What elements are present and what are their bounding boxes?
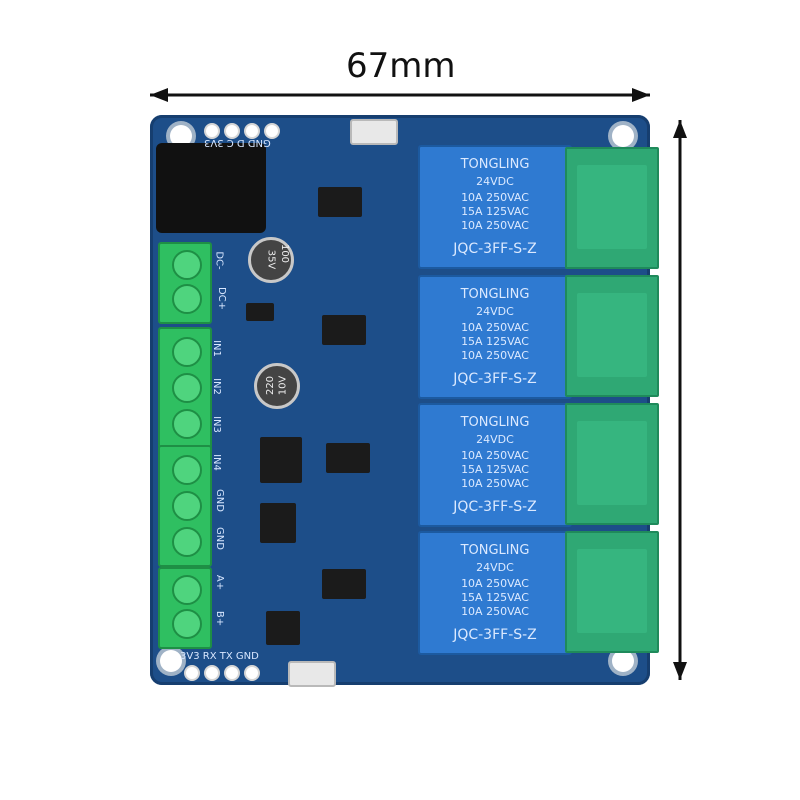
cap-value: 100 — [279, 243, 291, 264]
mount-hole-top-left — [170, 125, 192, 147]
relay-spec: 10A 250VAC — [461, 477, 529, 490]
ic-chip — [260, 437, 302, 483]
cap-voltage: 35V — [265, 249, 277, 270]
capacitor-100uf: 100 35V — [248, 237, 294, 283]
top-header-label: GND D C 3V3 — [204, 137, 271, 148]
header-pad — [244, 123, 260, 139]
screw — [172, 609, 202, 639]
relay-spec: 15A 125VAC — [461, 335, 529, 348]
header-pad — [224, 123, 240, 139]
screw — [172, 527, 202, 557]
relay-spec: 10A 250VAC — [461, 449, 529, 462]
terminal-label: GND — [213, 489, 225, 512]
terminal-label: A+ — [214, 574, 226, 591]
optocoupler-2 — [322, 315, 366, 345]
relay-spec: 10A 250VAC — [461, 321, 529, 334]
terminal-label: IN3 — [210, 416, 222, 433]
rs485-chip — [266, 611, 300, 645]
header-pad — [244, 665, 260, 681]
terminal-label: IN4 — [210, 454, 222, 471]
optocoupler-3 — [326, 443, 370, 473]
screw — [172, 373, 202, 403]
screw — [172, 491, 202, 521]
relay-2: TONGLING 24VDC 10A 250VAC 15A 125VAC 10A… — [418, 275, 572, 399]
screw — [172, 250, 202, 280]
relay-model: JQC-3FF-S-Z — [453, 627, 537, 643]
relay-spec: 24VDC — [476, 305, 514, 318]
relay-spec: 10A 250VAC — [461, 605, 529, 618]
terminal-label: GND — [213, 527, 225, 550]
terminal-label: B+ — [214, 610, 226, 627]
width-dimension-label: 67mm — [346, 46, 456, 86]
relay-4: TONGLING 24VDC 10A 250VAC 15A 125VAC 10A… — [418, 531, 572, 655]
relay-spec: 24VDC — [476, 433, 514, 446]
relay-3: TONGLING 24VDC 10A 250VAC 15A 125VAC 10A… — [418, 403, 572, 527]
relay-brand: TONGLING — [460, 415, 530, 430]
relay-spec: 10A 250VAC — [461, 219, 529, 232]
bottom-tact-button — [288, 661, 336, 687]
dc-power-jack — [156, 143, 266, 233]
optocoupler-1 — [318, 187, 362, 217]
relay-spec: 15A 125VAC — [461, 205, 529, 218]
relay-model: JQC-3FF-S-Z — [453, 241, 537, 257]
header-pad — [204, 665, 220, 681]
input-terminal-block-2 — [158, 445, 212, 567]
mount-hole-top-right — [612, 125, 634, 147]
screw — [172, 284, 202, 314]
dc-terminal-block — [158, 242, 212, 324]
mount-hole-bottom-left — [160, 650, 182, 672]
relay-spec: 10A 250VAC — [461, 349, 529, 362]
relay-board: GND D C 3V3 TONGLING 24VDC 10A 250VAC 15… — [150, 115, 659, 687]
cap-value: 220 — [265, 375, 277, 396]
header-pad — [184, 665, 200, 681]
mount-hole-bottom-right — [612, 650, 634, 672]
relay-spec: 24VDC — [476, 561, 514, 574]
relay-1: TONGLING 24VDC 10A 250VAC 15A 125VAC 10A… — [418, 145, 572, 269]
top-tact-button — [350, 119, 398, 145]
relay-output-terminal-3 — [565, 403, 659, 525]
relay-brand: TONGLING — [460, 157, 530, 172]
rs485-terminal-block — [158, 567, 212, 649]
relay-spec: 10A 250VAC — [461, 577, 529, 590]
screw — [172, 409, 202, 439]
terminal-label: IN2 — [210, 378, 222, 395]
relay-spec: 15A 125VAC — [461, 591, 529, 604]
terminal-label: DC- — [213, 251, 225, 270]
relay-model: JQC-3FF-S-Z — [453, 371, 537, 387]
regulator-chip — [246, 303, 274, 321]
capacitor-220uf: 220 10V — [254, 363, 300, 409]
relay-output-terminal-1 — [565, 147, 659, 269]
relay-brand: TONGLING — [460, 543, 530, 558]
screw — [172, 455, 202, 485]
relay-model: JQC-3FF-S-Z — [453, 499, 537, 515]
optocoupler-4 — [322, 569, 366, 599]
terminal-label: IN1 — [210, 340, 222, 357]
screw — [172, 575, 202, 605]
header-pad — [224, 665, 240, 681]
relay-output-terminal-2 — [565, 275, 659, 397]
header-pad — [264, 123, 280, 139]
screw — [172, 337, 202, 367]
header-pad — [204, 123, 220, 139]
relay-spec: 15A 125VAC — [461, 463, 529, 476]
terminal-label: DC+ — [216, 286, 228, 311]
input-terminal-block — [158, 327, 212, 449]
relay-spec: 10A 250VAC — [461, 191, 529, 204]
relay-brand: TONGLING — [460, 287, 530, 302]
relay-spec: 24VDC — [476, 175, 514, 188]
cap-voltage: 10V — [277, 375, 289, 396]
bridge-chip — [260, 503, 296, 543]
relay-output-terminal-4 — [565, 531, 659, 653]
bottom-header-label: 3V3 RX TX GND — [180, 651, 259, 662]
